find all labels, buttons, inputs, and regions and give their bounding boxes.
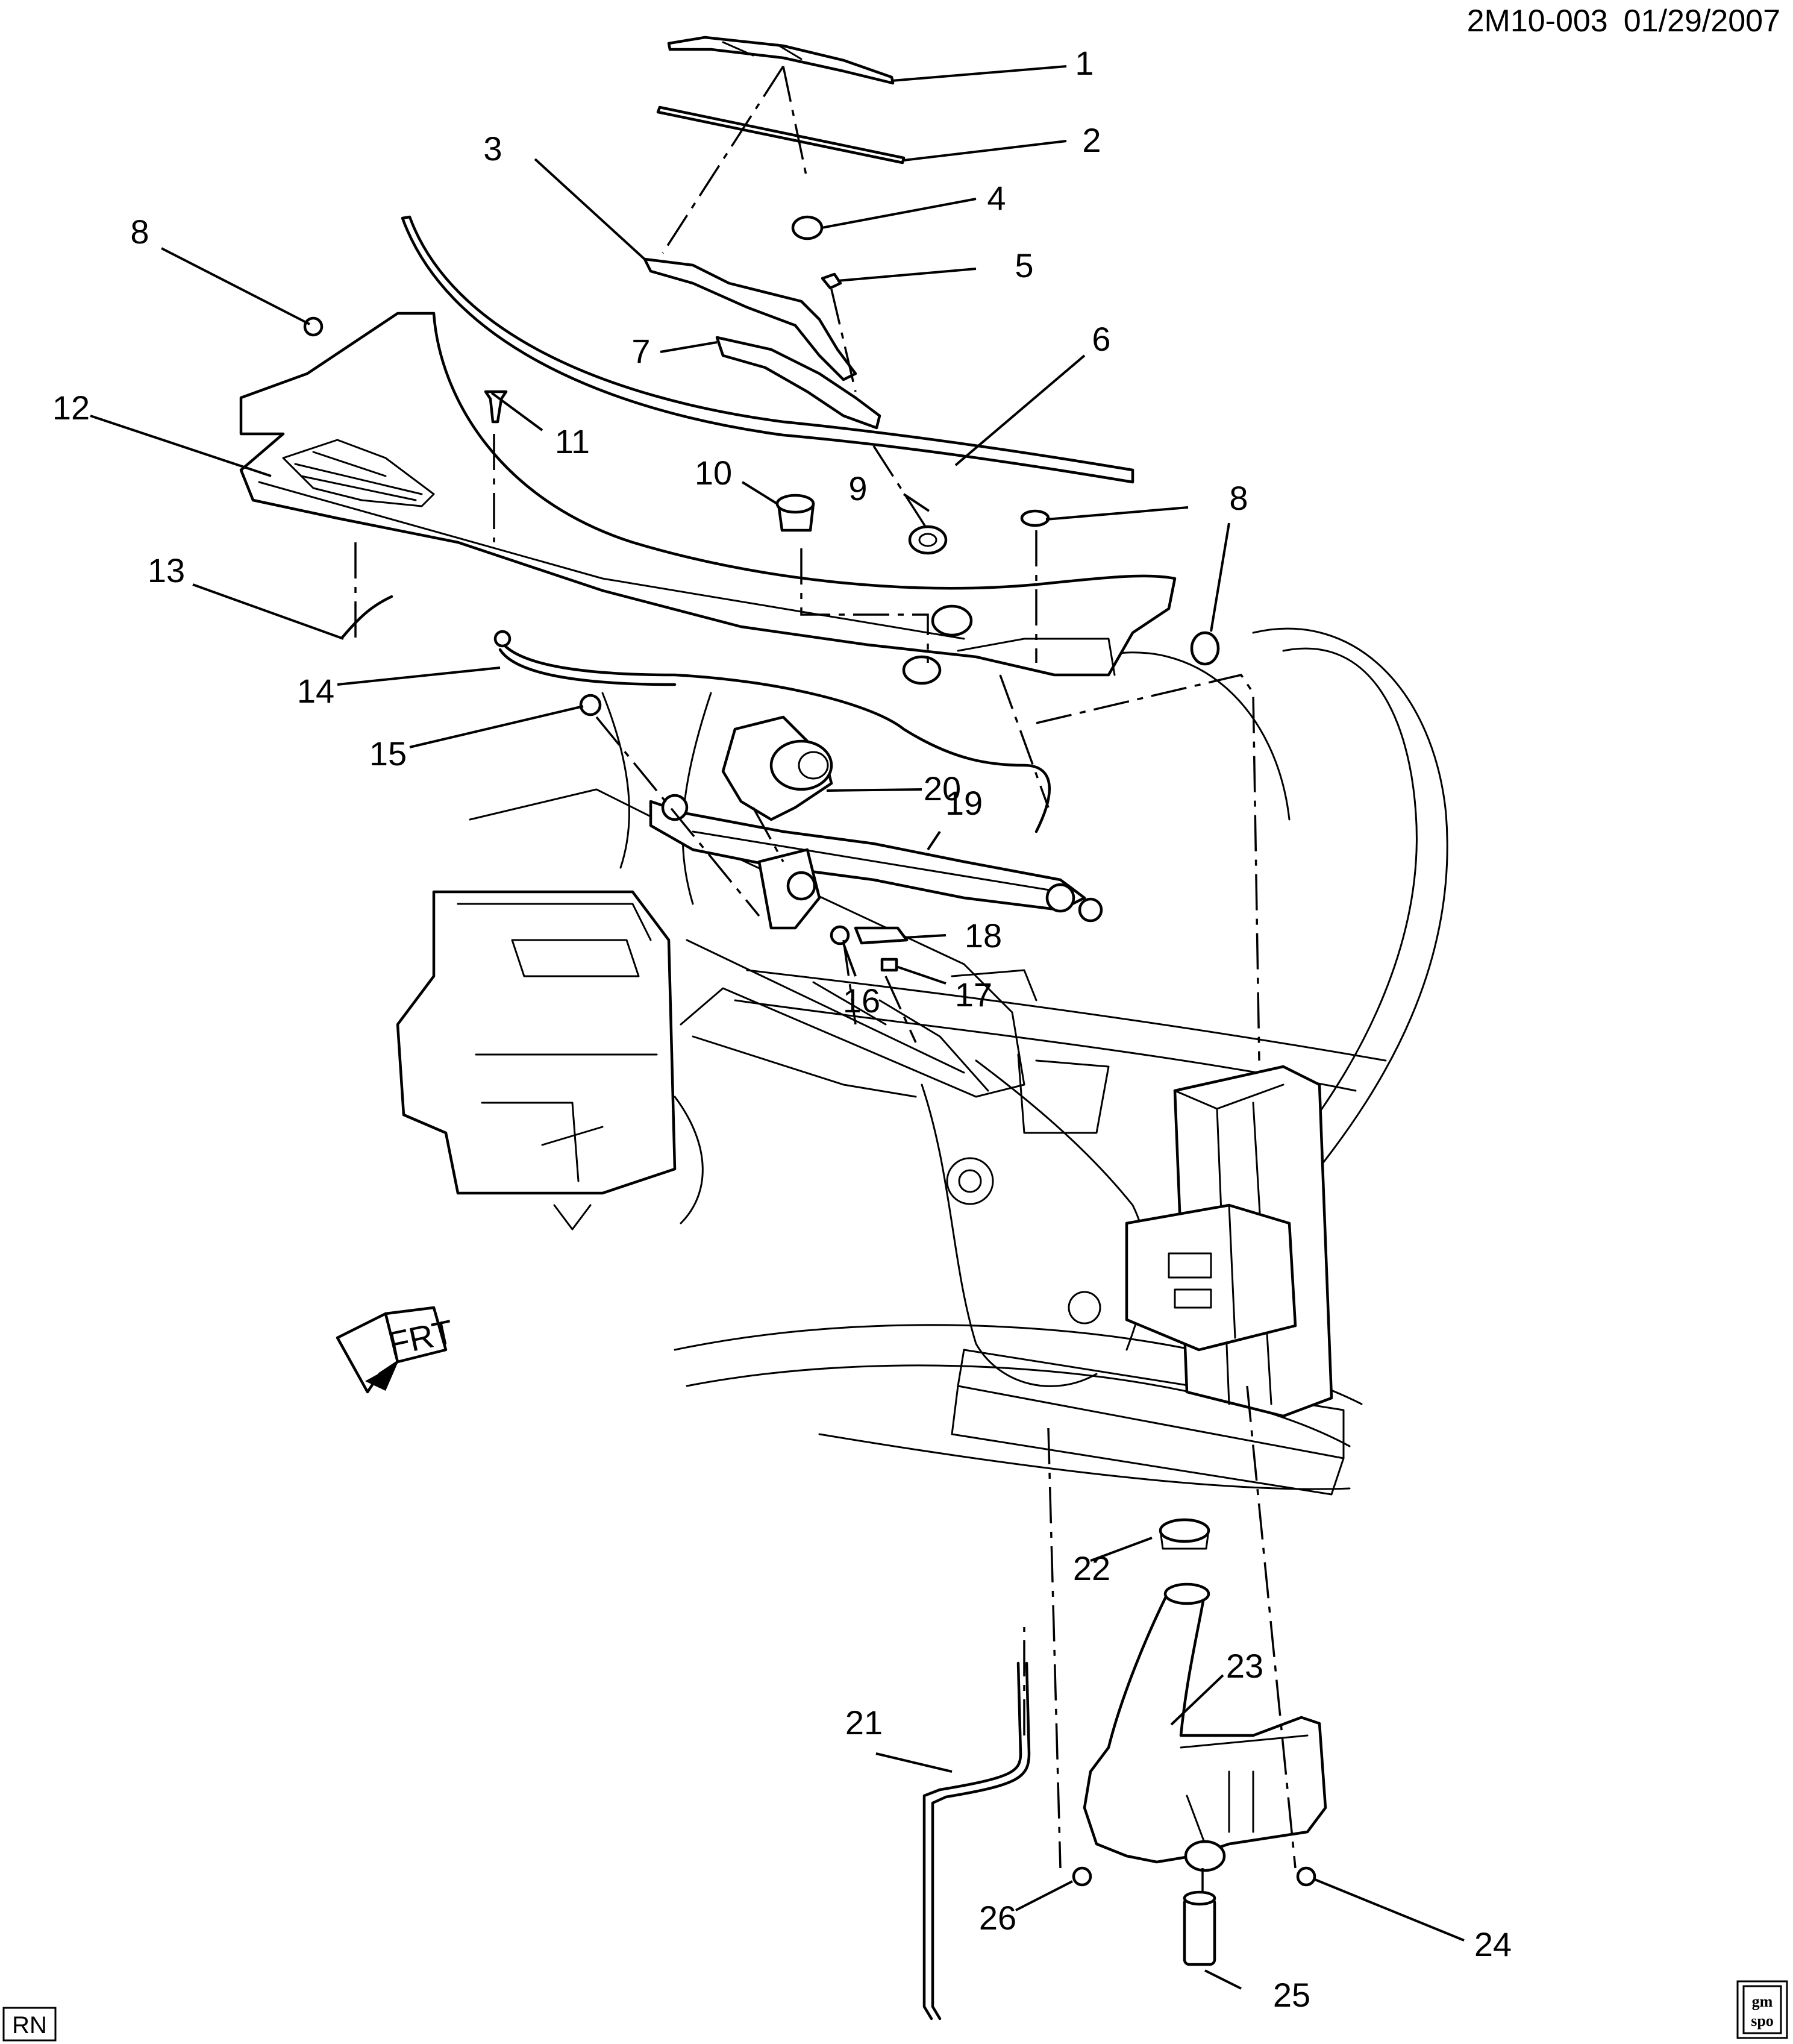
washer-pump [1183, 1896, 1216, 1966]
callout-16: 16 [843, 982, 880, 1020]
callout-21: 21 [845, 1704, 883, 1741]
reservoir-hose [922, 1661, 1022, 2020]
callout-14: 14 [297, 672, 334, 710]
arm-nut-cap [791, 215, 824, 240]
rn-label: RN [2, 2007, 57, 2042]
wiper-arm [643, 257, 857, 381]
washer-reservoir [1083, 1589, 1327, 1864]
leader-lines [90, 65, 1465, 1990]
push-pin-left [303, 316, 324, 337]
reservoir-nut-left [1072, 1866, 1092, 1887]
callout-26: 26 [979, 1899, 1016, 1937]
callout-22: 22 [1073, 1549, 1110, 1587]
callout-24: 24 [1474, 1925, 1512, 1963]
gm-spo-logo-icon: gm spo [1736, 1980, 1788, 2039]
callout-8-right: 8 [1229, 479, 1248, 517]
callout-20: 20 [924, 770, 961, 807]
bolt [579, 694, 602, 716]
svg-text:spo: spo [1751, 2012, 1774, 2030]
callout-23: 23 [1226, 1647, 1263, 1685]
callout-13: 13 [148, 551, 185, 589]
cowl-panel [239, 312, 1177, 677]
callout-5: 5 [1015, 246, 1033, 284]
callout-17: 17 [955, 976, 992, 1014]
push-pin-right [1020, 509, 1050, 527]
wiper-blade [667, 36, 895, 85]
bracket [854, 926, 909, 945]
callout-6: 6 [1092, 320, 1110, 358]
callout-numbers: 1 2 3 4 5 6 7 8 8 9 10 11 12 13 14 15 16… [52, 44, 1512, 2014]
svg-text:gm: gm [1752, 1993, 1773, 2010]
wiper-linkage [649, 800, 1086, 912]
front-arrow-icon: FRT [336, 1306, 457, 1394]
body-structure [396, 627, 1448, 1496]
callout-8-left: 8 [130, 213, 149, 251]
linkage-bolt [830, 925, 850, 945]
callout-9: 9 [848, 469, 867, 507]
callout-15: 15 [369, 735, 407, 773]
reservoir-nut-right [1296, 1866, 1316, 1887]
callout-2: 2 [1082, 121, 1101, 159]
blade-insert [656, 105, 906, 165]
callout-1: 1 [1075, 44, 1094, 82]
callout-7: 7 [631, 332, 650, 370]
windshield-seal [401, 215, 1134, 484]
callout-4: 4 [987, 179, 1006, 217]
wiper-arm-lower [715, 336, 881, 430]
callout-25: 25 [1273, 1976, 1310, 2014]
callout-19: 19 [945, 784, 983, 822]
filler-cap [1159, 1518, 1210, 1543]
svg-text:RN: RN [12, 2012, 47, 2039]
arm-nut [821, 272, 842, 290]
grommet [908, 525, 948, 555]
callout-3: 3 [483, 130, 502, 168]
cowl-gasket [340, 595, 393, 639]
washer-hose [498, 638, 1051, 833]
callout-18: 18 [965, 917, 1002, 955]
callout-10: 10 [695, 454, 732, 492]
alignment-lines [354, 66, 1297, 1892]
callout-11: 11 [555, 422, 590, 460]
nut [880, 958, 898, 972]
callout-12: 12 [52, 389, 90, 427]
